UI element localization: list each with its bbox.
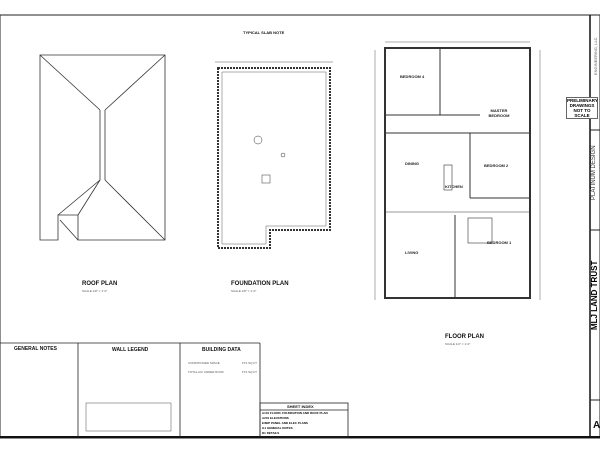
floor-plan-drawing: [374, 41, 541, 300]
sheet-no: A201: [262, 416, 270, 420]
stamp-line: DRAWINGS: [569, 103, 595, 108]
building-data-label: TOTAL A/C UNDER ROOF: [188, 370, 224, 374]
sheet-index-row[interactable]: G1 GENERAL NOTES: [262, 426, 328, 431]
sheet-no: D1: [262, 431, 266, 435]
engineer-name: ENGINEERING, LLC: [593, 37, 598, 75]
sheet-no: A101: [262, 411, 270, 415]
roof-plan-title: ROOF PLAN: [82, 281, 118, 287]
room-label: MASTER BEDROOM: [488, 108, 510, 118]
room-label: BEDROOM 1: [487, 240, 512, 245]
sheet-desc: DETAILS: [266, 431, 280, 435]
sheet-desc: GENERAL NOTES: [266, 426, 293, 430]
sheet-number: A: [593, 420, 600, 431]
room-label: BEDROOM 4: [400, 74, 425, 79]
foundation-plan-drawing: [215, 61, 333, 249]
room-label: LIVING: [405, 250, 419, 255]
slab-note-title: TYPICAL SLAB NOTE: [243, 30, 285, 35]
sheet-index-row[interactable]: A101 FLOOR, FOUNDATION AND ROOF PLAN: [262, 411, 328, 416]
sheet-no: G1: [262, 426, 267, 430]
sheet-index-row[interactable]: E/M/P PANEL AND ELEC PLANS: [262, 421, 328, 426]
floor-plan-title: FLOOR PLAN: [445, 334, 484, 340]
room-label: KITCHEN: [445, 184, 463, 189]
building-data-value: FT2 SQ FT: [242, 361, 257, 365]
sheet-desc: ELEVATIONS: [270, 416, 289, 420]
sheet-index-row[interactable]: D1 DETAILS: [262, 431, 328, 436]
sheet-index-table: A101 FLOOR, FOUNDATION AND ROOF PLAN A20…: [262, 411, 328, 436]
sheet-desc: PANEL AND ELEC PLANS: [270, 421, 308, 425]
sheet-index-row[interactable]: A201 ELEVATIONS: [262, 416, 328, 421]
preliminary-stamp: PRELIMINARY DRAWINGS NOT TO SCALE: [566, 97, 598, 119]
sheet-no: E/M/P: [262, 421, 271, 425]
foundation-plan-scale: SCALE 1/8" = 1'-0": [231, 289, 257, 293]
floor-plan-scale: SCALE 1/4" = 1'-0": [445, 342, 471, 346]
building-data-label: CONDITIONED SPACE: [188, 361, 220, 365]
project-name: MLJ LAND TRUST: [590, 260, 599, 330]
stamp-line: NOT TO SCALE: [573, 108, 591, 118]
designer-name: PLATINUM DESIGN: [591, 145, 597, 200]
roof-plan-drawing: [39, 54, 166, 241]
roof-plan-scale: SCALE 1/8" = 1'-0": [82, 289, 108, 293]
stamp-line: PRELIMINARY: [567, 98, 598, 103]
foundation-plan-title: FOUNDATION PLAN: [231, 281, 289, 287]
building-data-title: BUILDING DATA: [202, 347, 241, 353]
sheet-desc: FLOOR, FOUNDATION AND ROOF PLAN: [270, 411, 328, 415]
building-data-value: FT2 SQ FT: [242, 370, 257, 374]
sheet-index-title: SHEET INDEX: [287, 404, 314, 409]
room-label: DINING: [405, 161, 419, 166]
wall-legend-title: WALL LEGEND: [112, 347, 149, 353]
general-notes-title: GENERAL NOTES: [14, 346, 57, 352]
room-label: BEDROOM 2: [484, 163, 509, 168]
